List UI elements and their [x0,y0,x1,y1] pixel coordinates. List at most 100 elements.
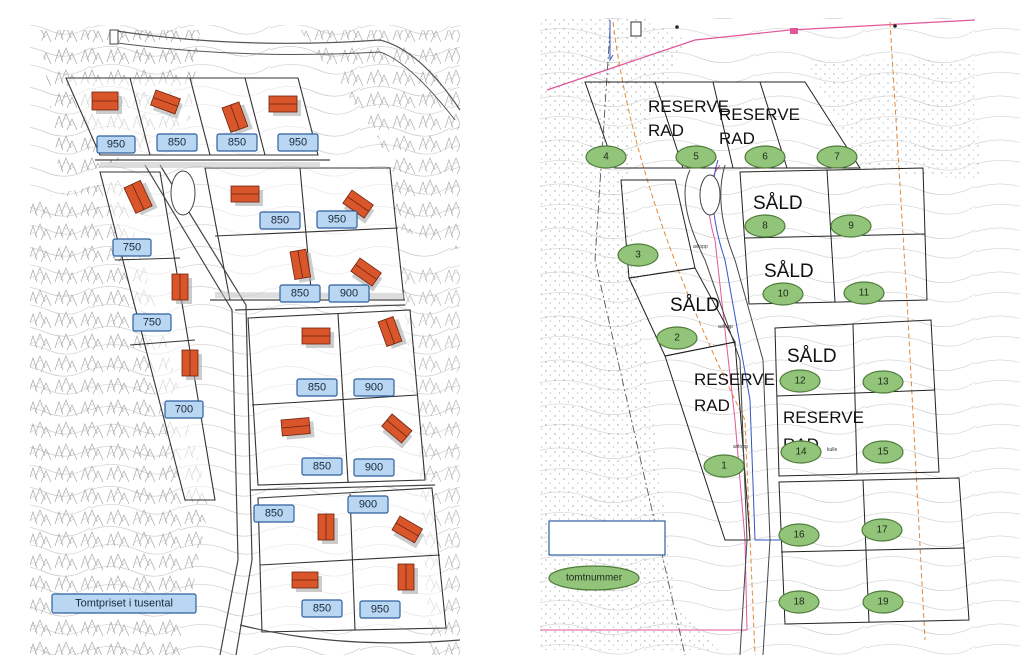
building-marker [109,29,119,45]
price-label: 900 [353,378,395,397]
status-sald: SÅLD [787,346,837,367]
svg-text:750: 750 [143,317,161,329]
svg-text:2: 2 [674,333,680,344]
status-reserverad: RESERVE [719,105,800,124]
svg-text:850: 850 [168,137,186,149]
svg-text:14: 14 [795,447,807,458]
price-label: 950 [277,133,319,152]
legend-label: tomtnummer [566,573,623,584]
dotted-area [540,18,725,650]
status-sald: SÅLD [753,193,803,214]
status-reserverad: RESERVE [783,408,864,427]
svg-text:900: 900 [365,462,383,474]
price-label: 850 [301,457,343,476]
svg-text:850: 850 [228,137,246,149]
turning-loop [170,170,196,216]
status-reserverad: RAD [694,396,730,415]
svg-text:10: 10 [777,289,789,300]
forest-area [30,180,210,655]
price-legend: Tomtpriset i tusental [51,593,197,614]
lot-number-badge: 11 [843,281,885,305]
lot-number-badge: 2 [656,326,698,350]
svg-text:3: 3 [635,250,641,261]
lot-number-map-panel: avlopp avlopp avlopp avlopp kulle RESERV… [535,0,1024,671]
svg-text:Tomtpriset i tusental: Tomtpriset i tusental [75,598,173,610]
lot-number-badge: 14 [780,440,822,464]
lot-number-badge: 16 [778,523,820,547]
svg-text:950: 950 [289,137,307,149]
forest-area [400,260,460,655]
svg-text:900: 900 [365,382,383,394]
lot-number-badge: 19 [862,590,904,614]
svg-text:11: 11 [859,288,870,299]
svg-text:850: 850 [313,461,331,473]
price-map-panel: 950 850 850 950 850 950 750 850 900 750 … [0,0,470,671]
road-top [109,29,461,111]
lot-number-badge: 12 [779,369,821,393]
turning-loop [699,174,721,216]
lot-number-badge: 1 [703,454,745,478]
price-map: 950 850 850 950 850 950 750 850 900 750 … [30,25,461,656]
building-marker [630,21,642,37]
svg-text:6: 6 [762,152,768,163]
svg-text:7: 7 [834,152,840,163]
status-reserverad: RAD [648,121,684,140]
svg-text:16: 16 [793,530,805,541]
svg-text:5: 5 [693,152,699,163]
svg-text:950: 950 [371,604,389,616]
price-label: 700 [164,400,204,419]
boundary-line [889,21,926,641]
status-reserverad: RESERVE [648,97,729,116]
svg-text:950: 950 [107,139,125,151]
lot-number-badge: 10 [762,282,804,306]
svg-text:850: 850 [265,508,283,520]
svg-text:18: 18 [793,597,805,608]
price-label: 850 [279,284,321,303]
lot-legend: tomtnummer [548,520,666,591]
svg-text:1: 1 [721,461,727,472]
svg-text:850: 850 [313,603,331,615]
svg-text:9: 9 [848,221,854,232]
note-text: avlopp [733,444,748,450]
lot-numbers: 4 5 6 7 8 9 3 10 11 2 12 13 1 14 15 16 1… [585,145,904,614]
price-label: 750 [132,313,172,332]
dotted-area [805,60,980,180]
svg-text:8: 8 [762,221,768,232]
price-label: 850 [296,378,338,397]
svg-text:900: 900 [340,288,358,300]
price-label: 850 [259,211,301,230]
price-label: 900 [328,284,370,303]
note-text: kulle [827,447,838,453]
lot-number-badge: 9 [830,214,872,238]
svg-text:4: 4 [603,152,609,163]
svg-text:950: 950 [328,214,346,226]
price-label: 950 [359,600,401,619]
power-line [546,19,976,91]
price-label: 850 [156,133,198,152]
price-label: 850 [301,599,343,618]
status-sald: SÅLD [764,261,814,282]
lot-number-badge: 8 [744,214,786,238]
svg-text:850: 850 [271,215,289,227]
price-label: 750 [112,238,152,257]
boundary-line [612,21,756,656]
road-bottom [239,624,461,644]
lot-number-badge: 3 [617,243,659,267]
svg-text:850: 850 [291,288,309,300]
lot-number-badge: 5 [675,145,717,169]
status-reserverad: RESERVE [694,370,775,389]
svg-text:750: 750 [123,242,141,254]
price-label: 850 [216,133,258,152]
status-labels: RESERVE RAD RESERVE RAD SÅLD SÅLD SÅLD S… [648,97,864,454]
internal-road [144,164,253,656]
price-label: 900 [347,495,389,514]
lot-number-badge: 15 [862,440,904,464]
lot-number-badge: 7 [816,145,858,169]
svg-text:15: 15 [877,447,889,458]
houses [91,89,424,594]
water-line [712,159,806,541]
svg-text:12: 12 [794,376,806,387]
svg-text:17: 17 [876,525,888,536]
road [684,164,771,656]
price-label: 900 [353,458,395,477]
